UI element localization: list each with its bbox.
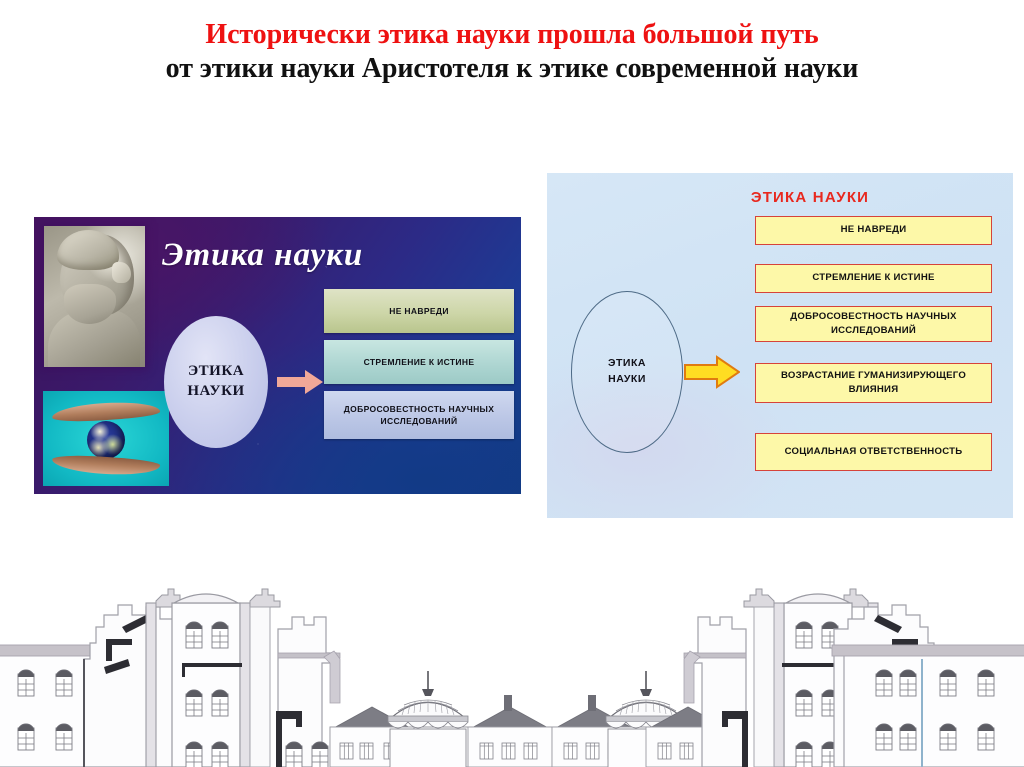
title-line-1: Исторически этика науки прошла большой п… (205, 19, 819, 50)
right-arrow-icon (684, 355, 740, 389)
left-diagram-panel: Этика науки ЭТИКА НАУКИ НЕ НАВРЕДИ СТРЕМ… (34, 217, 521, 494)
right-low-wing (831, 644, 1024, 767)
right-center-node: ЭТИКА НАУКИ (571, 291, 683, 453)
right-panel-heading: ЭТИКА НАУКИ (750, 189, 870, 206)
left-right-stepped-block (276, 616, 341, 767)
left-tower (145, 588, 281, 767)
left-stepped-block (83, 604, 191, 767)
right-box-socialnaya-otvetstvennost: СОЦИАЛЬНАЯ ОТВЕТСТВЕННОСТЬ (755, 433, 992, 471)
right-box-stremlenie-k-istine: СТРЕМЛЕНИЕ К ИСТИНЕ (755, 264, 992, 293)
left-arrow-icon (277, 370, 323, 394)
left-box-dobrosovestnost: ДОБРОСОВЕСТНОСТЬ НАУЧНЫХ ИССЛЕДОВАНИЙ (324, 391, 514, 439)
left-box-ne-navredi: НЕ НАВРЕДИ (324, 289, 514, 333)
right-center-node-line-2: НАУКИ (608, 373, 646, 385)
left-center-node-line-1: ЭТИКА (187, 363, 245, 380)
right-diagram-panel: ЭТИКА НАУКИ ЭТИКА НАУКИ НЕ НАВРЕДИ СТРЕМ… (547, 173, 1013, 518)
hands-holding-globe-image (43, 391, 169, 486)
globe-icon (87, 421, 125, 459)
center-colonnade (329, 670, 731, 767)
aristotle-bust-image (44, 226, 145, 367)
right-box-vozrastanie: ВОЗРАСТАНИЕ ГУМАНИЗИРУЮЩЕГО ВЛИЯНИЯ (755, 363, 992, 403)
title-line-2: от этики науки Аристотеля к этике соврем… (165, 53, 859, 85)
page-title: Исторически этика науки прошла большой п… (0, 18, 1024, 86)
right-box-ne-navredi: НЕ НАВРЕДИ (755, 216, 992, 245)
right-center-node-line-1: ЭТИКА (608, 357, 646, 370)
left-center-node: ЭТИКА НАУКИ (164, 316, 268, 448)
architectural-elevation-illustration (0, 588, 1024, 767)
right-box-dobrosovestnost: ДОБРОСОВЕСТНОСТЬ НАУЧНЫХ ИССЛЕДОВАНИЙ (755, 306, 992, 342)
hand-bottom-icon (51, 453, 161, 478)
bust-nose (112, 262, 131, 283)
bust-beard (64, 284, 116, 324)
bust-hair (57, 230, 119, 270)
left-panel-heading: Этика науки (162, 237, 364, 273)
left-box-stremlenie-k-istine: СТРЕМЛЕНИЕ К ИСТИНЕ (324, 340, 514, 384)
left-center-node-line-2: НАУКИ (187, 383, 245, 399)
right-left-stepped-block (683, 616, 748, 767)
